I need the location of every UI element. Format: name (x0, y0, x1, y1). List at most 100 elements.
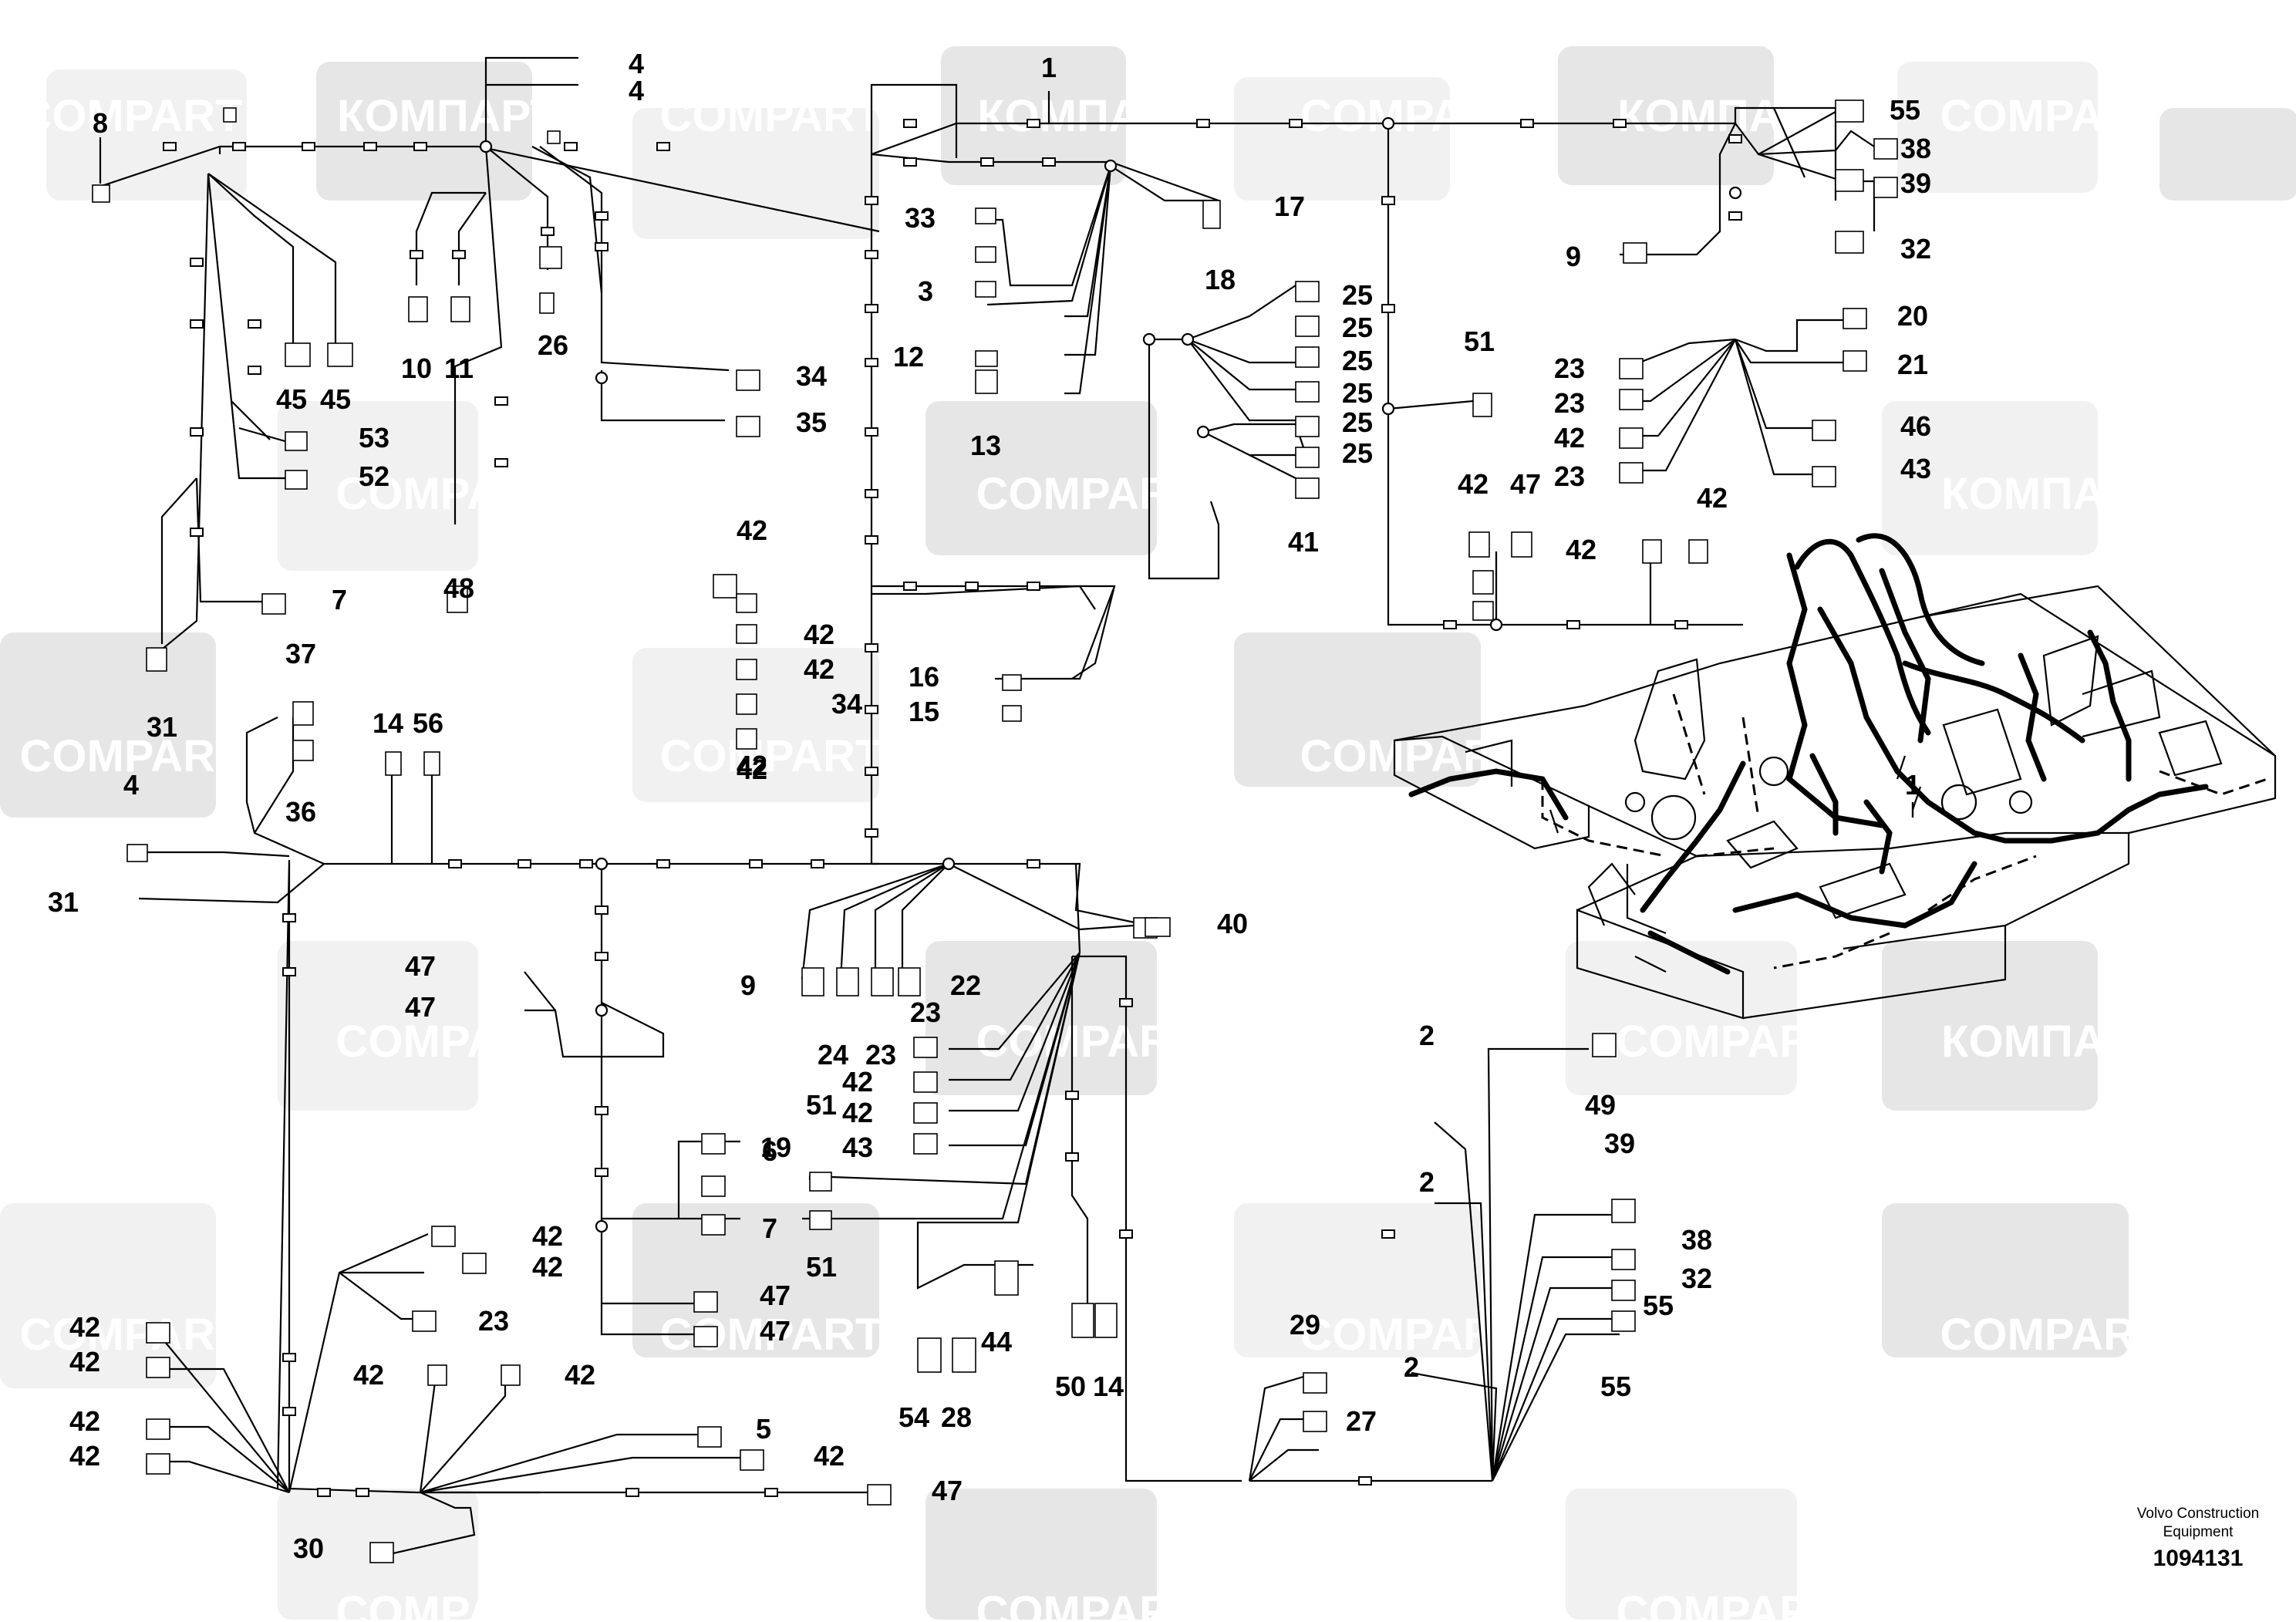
callout-c5: 5 (756, 1413, 771, 1445)
connector-block (1295, 416, 1320, 437)
watermark-shape (1882, 1203, 2129, 1357)
callout-c23b: 23 (1554, 387, 1585, 419)
junction-node (595, 857, 609, 871)
callout-c42m: 42 (69, 1311, 100, 1343)
callout-c9a: 9 (1566, 241, 1581, 272)
inline-connector (248, 319, 261, 329)
watermark-text: COMPART (336, 469, 559, 519)
watermark-text: КОМПАРТ (977, 731, 1198, 781)
connector-block (285, 431, 308, 451)
callout-c51b: 51 (806, 1089, 837, 1121)
callout-c11: 11 (444, 352, 474, 384)
watermark-text: COMPART (976, 1587, 1199, 1622)
inline-connector (1042, 157, 1056, 167)
inline-connector (282, 1353, 296, 1362)
machine-frame-illustration (1393, 533, 2277, 1020)
callout-c53: 53 (359, 422, 389, 454)
inline-connector (656, 859, 670, 868)
inline-connector (764, 1488, 778, 1497)
watermark-text: COMPART (336, 1017, 559, 1067)
inline-connector (865, 643, 878, 653)
callout-c4c: 4 (123, 769, 139, 801)
connector-block (369, 1542, 394, 1563)
callout-c8: 8 (93, 107, 108, 139)
callout-c23f: 23 (478, 1305, 509, 1337)
footer-company-line2: Equipment (2163, 1524, 2234, 1540)
connector-block (1835, 231, 1864, 254)
connector-block (1619, 358, 1644, 379)
callout-c34a: 34 (796, 360, 827, 392)
inline-connector (1728, 134, 1742, 143)
callout-c4a: 4 (629, 48, 644, 79)
connector-block (1592, 1033, 1617, 1057)
callout-c42l: 42 (532, 1251, 563, 1283)
watermark-text: COMPART (1940, 1310, 2163, 1360)
connector-block (1873, 138, 1898, 160)
callout-c55a: 55 (1890, 94, 1920, 126)
callout-c23d: 23 (910, 996, 941, 1028)
connector-block (408, 296, 428, 322)
connector-block (836, 967, 859, 996)
callout-c22: 22 (950, 969, 981, 1001)
inline-connector (190, 528, 204, 537)
watermark-text: КОМПАРТ (1301, 1587, 1522, 1622)
watermark-shape (632, 108, 879, 239)
inline-connector (1381, 304, 1395, 313)
junction-node (1104, 159, 1118, 173)
junction-node (1196, 425, 1210, 439)
inline-connector (494, 458, 508, 467)
callout-c14a: 14 (373, 707, 403, 739)
callout-c39b: 39 (1604, 1128, 1635, 1159)
callout-c42i: 42 (842, 1066, 873, 1098)
inline-connector (282, 913, 296, 922)
watermark-text: КОМПАРТ (1301, 469, 1522, 519)
callout-c47b: 47 (405, 991, 436, 1023)
watermark-shape (1558, 46, 1774, 185)
connector-block (423, 751, 440, 776)
inline-connector (1728, 211, 1742, 221)
inline-connector (1674, 620, 1688, 629)
inline-connector (190, 258, 204, 267)
callout-c16: 16 (909, 661, 939, 693)
connector-block (1812, 466, 1836, 487)
watermark-shape (278, 401, 478, 571)
connector-block (975, 281, 996, 298)
watermark-text: КОМПАРТ (1941, 1017, 2162, 1067)
connector-block (1002, 705, 1022, 722)
callout-c3: 3 (918, 275, 933, 307)
callout-c44: 44 (981, 1326, 1012, 1357)
inline-connector (1613, 119, 1627, 128)
connector-block (539, 246, 562, 269)
inline-connector (363, 142, 377, 151)
inline-connector (865, 535, 878, 545)
connector-block (431, 1226, 456, 1247)
callout-c42f: 42 (1566, 534, 1596, 565)
junction-node (1381, 116, 1395, 130)
connector-block (1295, 381, 1320, 403)
connector-block (693, 1291, 718, 1313)
callout-c1b: 1 (1905, 769, 1920, 801)
connector-block (450, 296, 470, 322)
inline-connector (865, 705, 878, 714)
connector-layer (92, 99, 1898, 1563)
connector-block (1611, 1310, 1636, 1332)
connector-block (1611, 1199, 1636, 1223)
inline-connector (413, 142, 427, 151)
callout-c14b: 14 (1093, 1371, 1124, 1402)
connector-block (1619, 389, 1644, 410)
connector-block (1688, 539, 1708, 564)
footer-company-line1: Volvo Construction (2136, 1506, 2260, 1522)
callout-c25c: 25 (1342, 345, 1373, 376)
connector-block (693, 1326, 718, 1347)
callout-c4b: 4 (629, 75, 644, 106)
connector-block (412, 1310, 437, 1332)
connector-block (913, 1102, 938, 1124)
watermark-text: КОМПАРТ (1617, 1310, 1838, 1360)
watermark-text: COMPART (976, 1017, 1199, 1067)
watermark-text: КОМПАРТ (661, 1587, 882, 1622)
junction-node (1489, 618, 1503, 632)
watermark-text: КОМПАРТ (337, 731, 558, 781)
connector-block (1295, 346, 1320, 368)
callout-c42s: 42 (814, 1440, 845, 1472)
watermark-text: КОМПАРТ (1941, 1587, 2162, 1622)
